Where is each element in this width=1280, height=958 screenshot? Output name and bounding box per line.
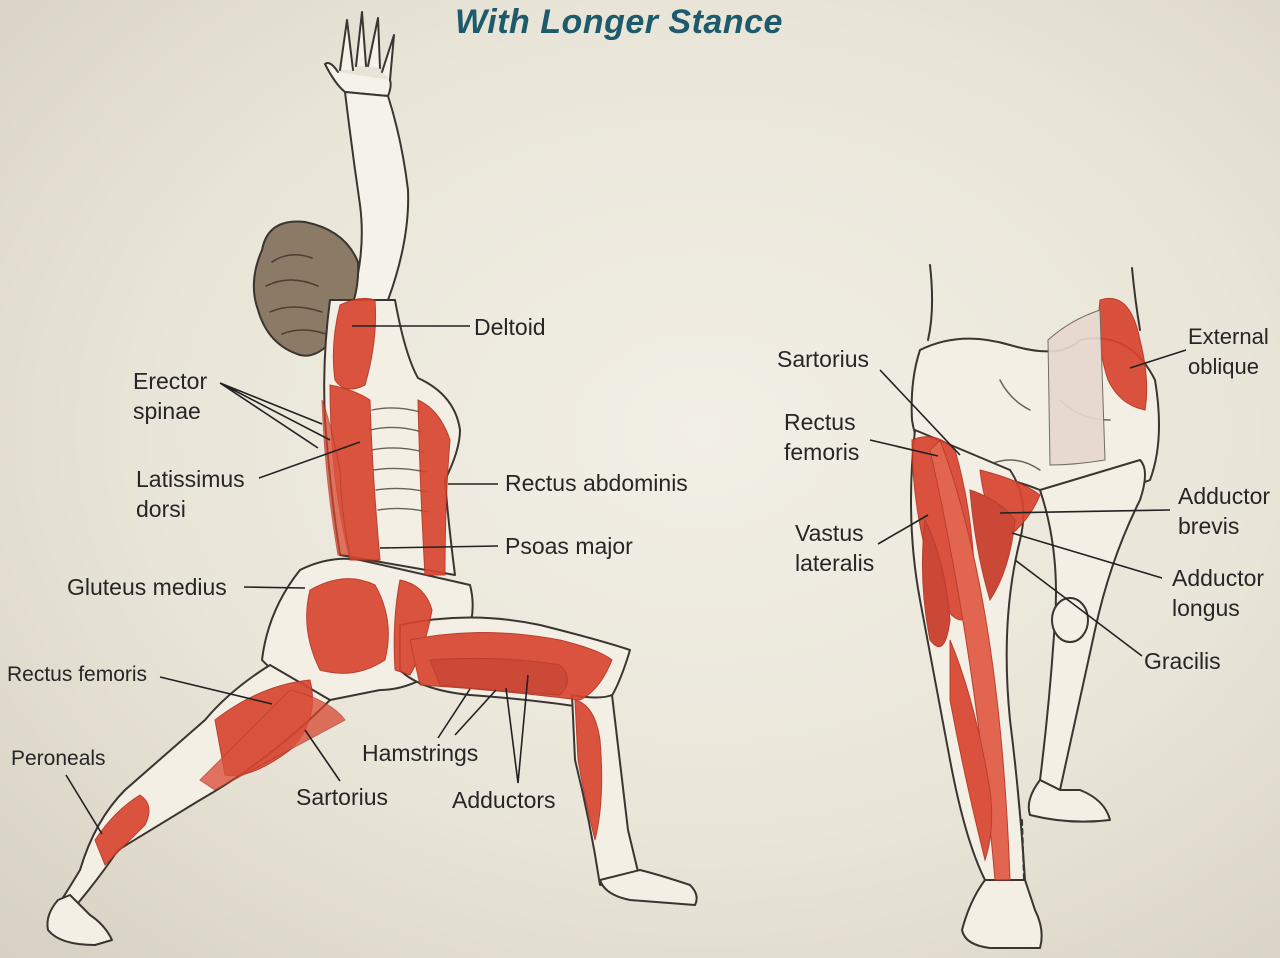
label-external-oblique: External oblique — [1188, 324, 1269, 379]
label-hamstrings: Hamstrings — [362, 740, 479, 766]
front-foot — [599, 869, 698, 906]
muscle-sartorius-front — [929, 439, 1011, 881]
muscle-vastus-lateralis — [921, 518, 951, 648]
label-latissimus-dorsi: Latissimus dorsi — [136, 466, 245, 522]
muscle-gluteus — [306, 578, 389, 674]
right-fig-foot-b — [1027, 779, 1111, 823]
label-gracilis: Gracilis — [1144, 648, 1221, 674]
label-adductor-longus: Adductor longus — [1172, 565, 1265, 621]
left-hand — [324, 11, 395, 97]
leader-lines — [65, 325, 1187, 835]
label-sartorius-right: Sartorius — [777, 346, 870, 372]
label-gluteus-medius: Gluteus medius — [67, 574, 227, 600]
muscle-adductor-longus — [969, 489, 1016, 602]
muscle-deltoid — [332, 297, 377, 390]
muscle-lower-leg — [949, 639, 993, 862]
right-fig-foot-a — [961, 879, 1043, 949]
right-muscles — [911, 298, 1148, 881]
left-muscles — [94, 297, 613, 866]
label-rectus-femoris-right: Rectus femoris — [784, 409, 860, 465]
label-psoas-major: Psoas major — [505, 533, 633, 559]
label-adductor-brevis: Adductor brevis — [1178, 483, 1271, 539]
muscle-peroneals — [94, 794, 150, 866]
label-erector-spinae: Erector spinae — [133, 368, 208, 424]
knee — [1051, 597, 1089, 643]
label-vastus-lateralis: Vastus lateralis — [795, 520, 875, 576]
right-fig-leg-b — [1039, 459, 1146, 791]
label-peroneals: Peroneals — [11, 747, 106, 770]
label-sartorius-left: Sartorius — [296, 784, 389, 810]
label-deltoid: Deltoid — [474, 314, 546, 340]
back-foot — [46, 894, 113, 946]
muscle-adductors — [429, 657, 568, 696]
page-title: With Longer Stance — [455, 3, 783, 41]
muscle-rectus-abdominis — [417, 399, 451, 576]
right-torso-outline — [927, 264, 1141, 341]
muscle-calf — [574, 699, 603, 841]
label-adductors: Adductors — [452, 787, 556, 813]
label-rectus-femoris-left: Rectus femoris — [7, 663, 148, 686]
label-rectus-abdominis: Rectus abdominis — [505, 470, 688, 496]
muscle-sartorius-back — [199, 689, 346, 791]
